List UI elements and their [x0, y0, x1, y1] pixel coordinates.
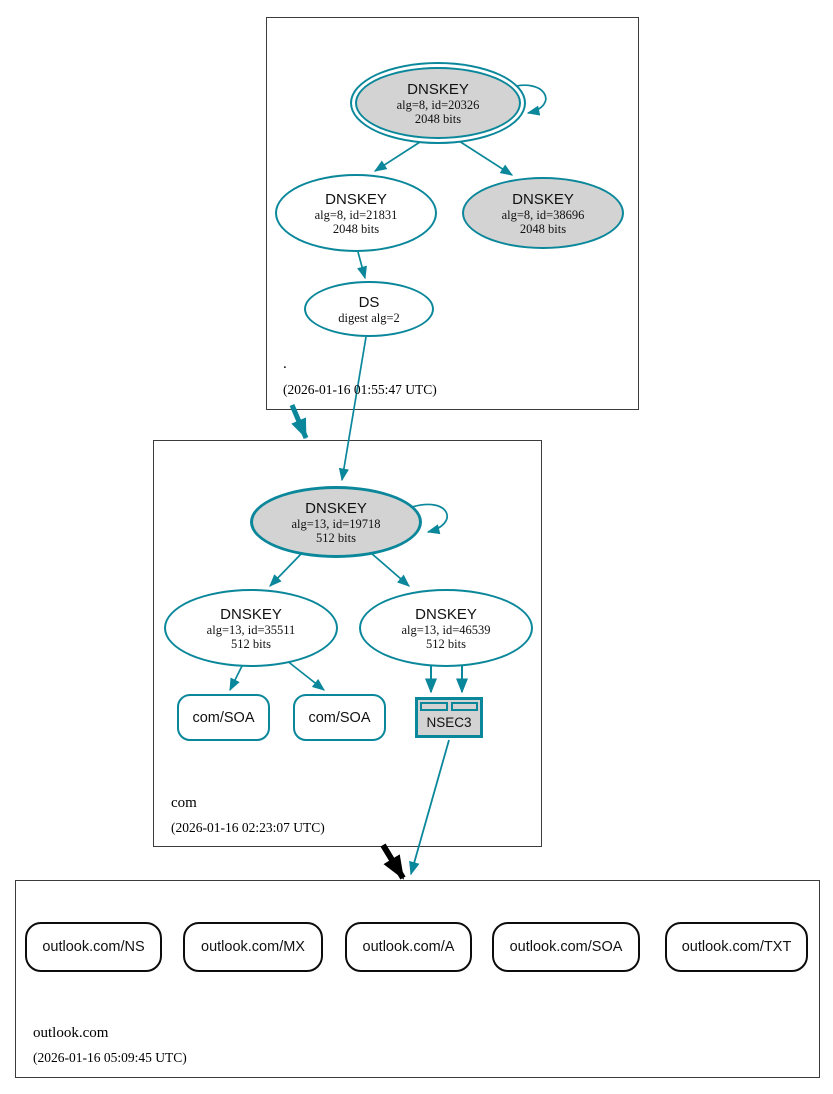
- edge-delegation-com-to-outlook: [380, 843, 406, 880]
- node-outlook-ns[interactable]: outlook.com/NS: [25, 922, 162, 972]
- node-detail: 2048 bits: [332, 221, 380, 236]
- node-root-ds[interactable]: DS digest alg=2: [304, 281, 434, 337]
- node-detail: alg=13, id=19718: [291, 516, 381, 531]
- node-title: DNSKEY: [305, 499, 367, 517]
- node-outlook-soa[interactable]: outlook.com/SOA: [492, 922, 640, 972]
- rrset-label: outlook.com/A: [362, 939, 455, 955]
- rrset-label: outlook.com/NS: [42, 939, 145, 955]
- zone-box-root: [266, 17, 639, 410]
- node-detail: alg=13, id=46539: [401, 622, 491, 637]
- rrset-label: com/SOA: [192, 709, 255, 726]
- zone-label-outlook: outlook.com: [33, 1025, 109, 1041]
- node-outlook-a[interactable]: outlook.com/A: [345, 922, 472, 972]
- node-detail: 2048 bits: [414, 111, 462, 126]
- zone-label-root: .: [283, 356, 287, 372]
- node-com-dnskey-19718[interactable]: DNSKEY alg=13, id=19718 512 bits: [250, 486, 422, 558]
- rrset-label: com/SOA: [308, 709, 371, 726]
- node-title: DNSKEY: [220, 605, 282, 623]
- node-detail: 512 bits: [231, 636, 271, 651]
- nsec3-label: NSEC3: [426, 715, 472, 730]
- node-com-dnskey-35511[interactable]: DNSKEY alg=13, id=35511 512 bits: [164, 589, 338, 667]
- node-com-soa-1[interactable]: com/SOA: [177, 694, 270, 741]
- node-com-soa-2[interactable]: com/SOA: [293, 694, 386, 741]
- node-detail: 512 bits: [316, 530, 356, 545]
- rrset-label: outlook.com/MX: [201, 939, 305, 955]
- rrset-label: outlook.com/SOA: [509, 939, 623, 955]
- node-detail: alg=13, id=35511: [206, 622, 296, 637]
- node-detail: alg=8, id=38696: [501, 207, 585, 222]
- node-root-dnskey-20326[interactable]: DNSKEY alg=8, id=20326 2048 bits: [355, 67, 521, 139]
- nsec3-cells: [418, 700, 480, 711]
- nsec3-cell: [420, 702, 448, 711]
- zone-timestamp-com: (2026-01-16 02:23:07 UTC): [171, 820, 325, 835]
- node-root-dnskey-38696[interactable]: DNSKEY alg=8, id=38696 2048 bits: [462, 177, 624, 249]
- node-outlook-mx[interactable]: outlook.com/MX: [183, 922, 323, 972]
- node-title: DNSKEY: [415, 605, 477, 623]
- node-com-dnskey-46539[interactable]: DNSKEY alg=13, id=46539 512 bits: [359, 589, 533, 667]
- node-title: DNSKEY: [512, 190, 574, 208]
- node-detail: 2048 bits: [519, 221, 567, 236]
- node-title: DS: [358, 293, 380, 311]
- zone-timestamp-root: (2026-01-16 01:55:47 UTC): [283, 382, 437, 397]
- nsec3-cell: [450, 702, 478, 711]
- zone-box-outlook: [15, 880, 820, 1078]
- node-detail: alg=8, id=21831: [314, 207, 398, 222]
- node-com-nsec3[interactable]: NSEC3: [415, 697, 483, 738]
- node-title: DNSKEY: [325, 190, 387, 208]
- node-title: DNSKEY: [407, 80, 469, 98]
- node-detail: 512 bits: [426, 636, 466, 651]
- zone-timestamp-outlook: (2026-01-16 05:09:45 UTC): [33, 1050, 187, 1065]
- zone-label-com: com: [171, 795, 197, 811]
- rrset-label: outlook.com/TXT: [681, 939, 792, 955]
- node-detail: alg=8, id=20326: [396, 97, 480, 112]
- node-detail: digest alg=2: [338, 310, 400, 325]
- node-outlook-txt[interactable]: outlook.com/TXT: [665, 922, 808, 972]
- node-root-dnskey-21831[interactable]: DNSKEY alg=8, id=21831 2048 bits: [275, 174, 437, 252]
